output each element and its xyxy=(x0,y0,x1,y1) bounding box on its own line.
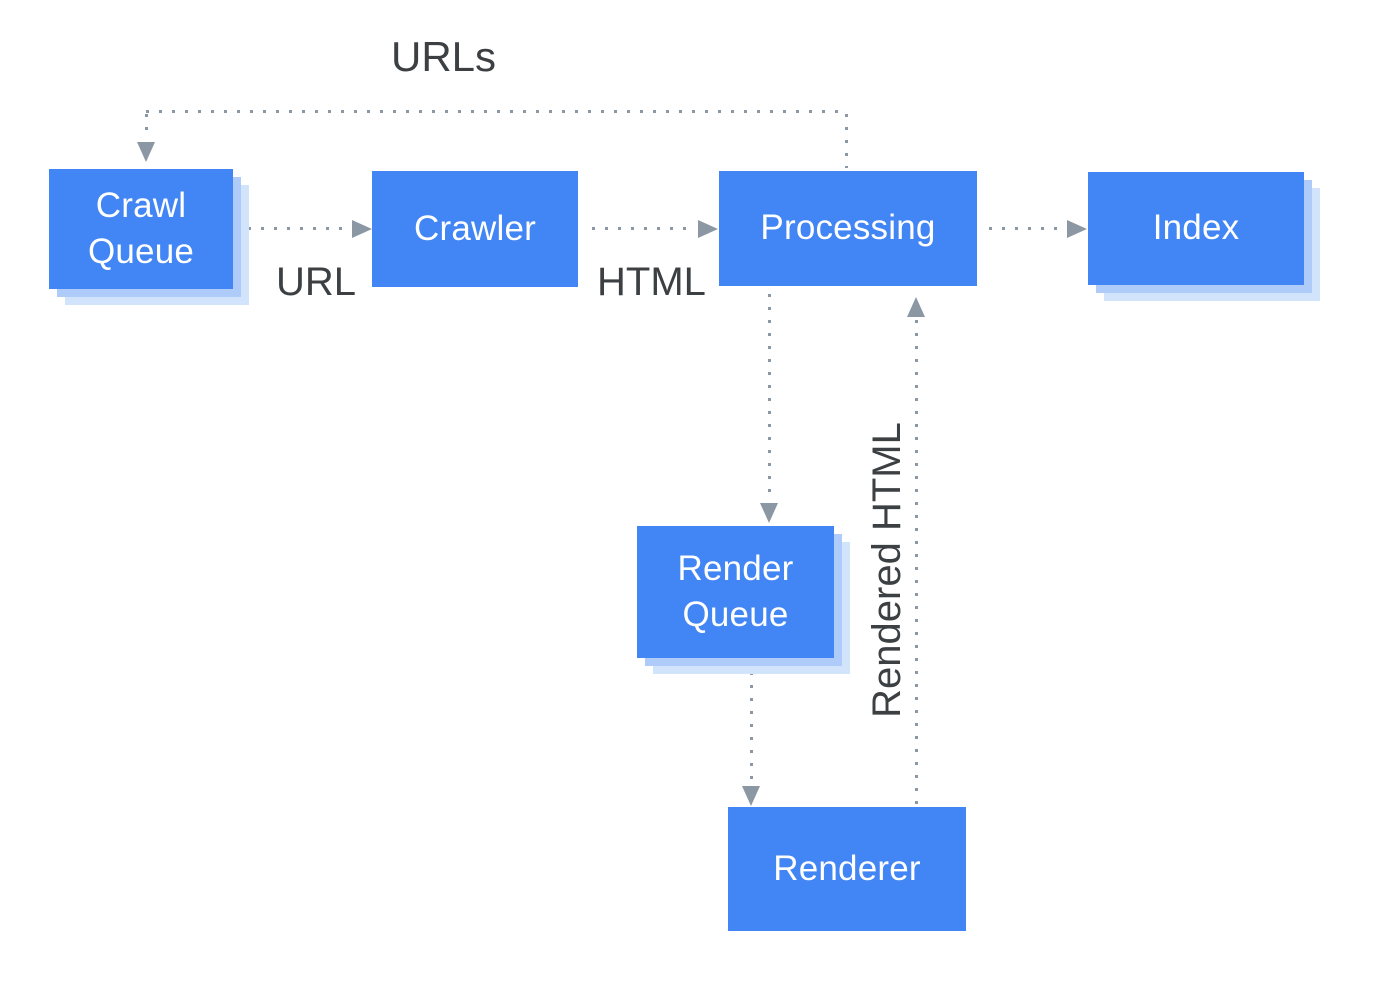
arrowhead-into-index xyxy=(1067,220,1087,238)
node-renderer: Renderer xyxy=(728,807,966,931)
edge-label-rendered-html: Rendered HTML xyxy=(865,422,909,718)
node-processing: Processing xyxy=(719,171,977,286)
node-render-queue: Render Queue xyxy=(637,526,834,658)
arrowhead-into-crawler xyxy=(352,220,372,238)
edge-processing-to-crawlqueue-up-segment xyxy=(845,114,848,168)
arrowhead-into-processing xyxy=(698,220,718,238)
edge-processing-to-crawlqueue-down-segment xyxy=(145,114,148,140)
arrowhead-into-crawl-queue xyxy=(137,142,155,162)
edge-renderer-to-processing xyxy=(915,320,918,806)
edge-renderqueue-to-renderer xyxy=(750,672,753,784)
edge-label-url: URL xyxy=(276,260,357,304)
node-crawler-label: Crawler xyxy=(414,208,536,248)
node-crawl-queue: Crawl Queue xyxy=(49,169,233,289)
node-render-queue-label: Render Queue xyxy=(677,548,794,634)
edge-crawler-to-processing xyxy=(592,227,694,230)
node-renderer-label: Renderer xyxy=(773,848,921,888)
node-processing-label: Processing xyxy=(760,208,936,248)
node-index-label: Index xyxy=(1152,208,1240,248)
arrowhead-into-renderer xyxy=(742,786,760,806)
edge-processing-to-renderqueue xyxy=(768,294,771,500)
node-index: Index xyxy=(1088,172,1304,285)
node-crawl-queue-label: Crawl Queue xyxy=(87,185,195,271)
arrowhead-into-processing-bottom xyxy=(907,297,925,317)
edge-label-html: HTML xyxy=(597,260,706,304)
node-crawler: Crawler xyxy=(372,171,578,287)
edge-processing-to-index xyxy=(989,227,1063,230)
edge-crawlqueue-to-crawler xyxy=(248,227,348,230)
edge-label-urls: URLs xyxy=(391,33,497,80)
edge-processing-to-crawlqueue-across-segment xyxy=(146,110,848,113)
arrowhead-into-render-queue xyxy=(760,503,778,523)
